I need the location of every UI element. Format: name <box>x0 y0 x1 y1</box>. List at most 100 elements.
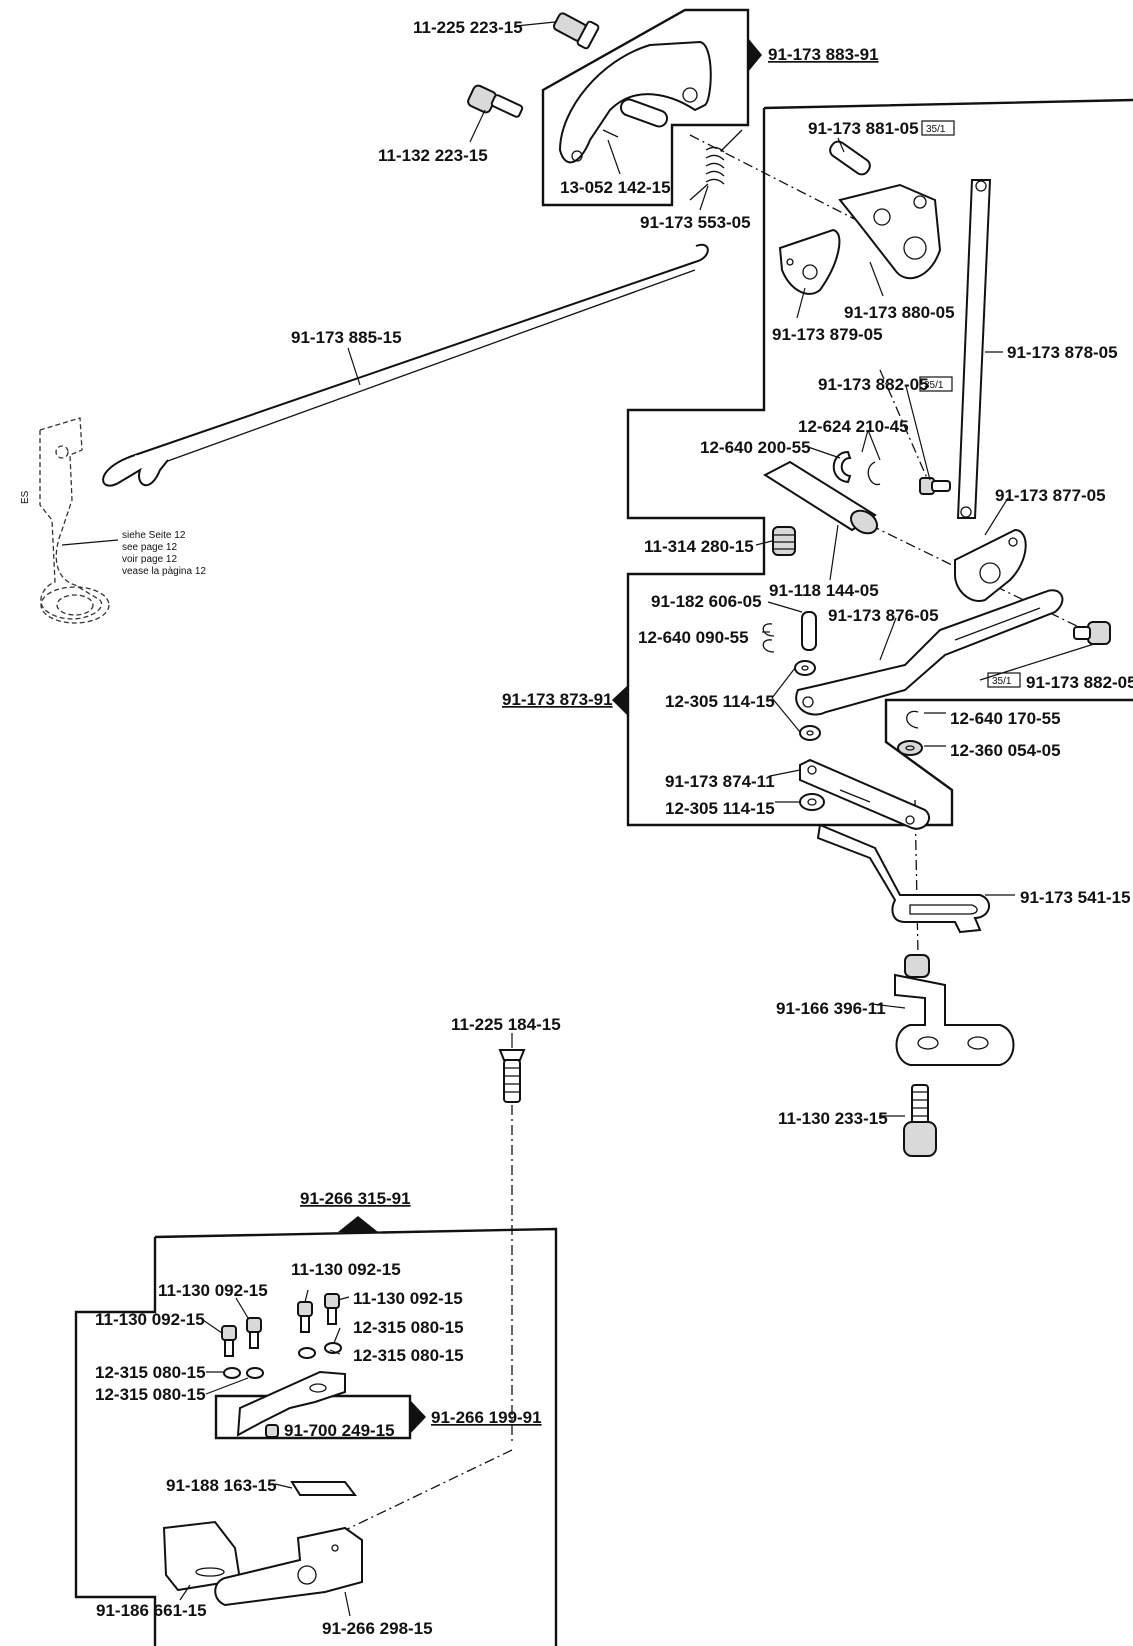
centerline-e <box>334 1449 513 1536</box>
svg-text:35/1: 35/1 <box>926 124 946 135</box>
label-link-878: 91-173 878-05 <box>1007 343 1118 362</box>
plate-91-173-874 <box>799 758 931 830</box>
label-block-298: 91-266 298-15 <box>322 1619 433 1638</box>
badge-35-1-a: 35/1 <box>921 120 955 136</box>
label-plate-163: 91-188 163-15 <box>166 1476 277 1495</box>
ring-and-washer <box>897 710 923 756</box>
reference-foot-ghost <box>39 417 110 624</box>
reference-note-line-3: voir page 12 <box>122 554 177 565</box>
leader-lines <box>179 21 1095 1617</box>
reference-note: siehe Seite 12 see page 12 voir page 12 … <box>122 530 206 577</box>
bracket-883 <box>558 40 712 164</box>
label-screw-092-d: 11-130 092-15 <box>95 1310 205 1329</box>
label-screw-092-a: 11-130 092-15 <box>291 1260 401 1279</box>
label-pin-881: 91-173 881-05 <box>808 119 919 138</box>
reference-note-line-1: siehe Seite 12 <box>122 530 186 541</box>
label-screw-092-c: 11-130 092-15 <box>353 1289 463 1308</box>
pointer-triangle-199 <box>410 1400 426 1434</box>
label-ring-12-640-170: 12-640 170-55 <box>950 709 1061 728</box>
label-plate-874: 91-173 874-11 <box>665 772 775 791</box>
label-screw-11-130-233: 11-130 233-15 <box>778 1109 888 1128</box>
screw-11-225-184 <box>498 1049 526 1103</box>
label-plate-877: 91-173 877-05 <box>995 486 1106 505</box>
label-assembly-315-91: 91-266 315-91 <box>300 1189 411 1208</box>
screws-11-130-092 <box>221 1293 340 1357</box>
clips-12-640-090 <box>762 623 775 653</box>
label-pin-606: 91-182 606-05 <box>651 592 762 611</box>
washers-12-305-114 <box>794 660 825 811</box>
label-washer-080-b: 12-315 080-15 <box>353 1346 464 1365</box>
label-screw-092-b: 11-130 092-15 <box>158 1281 268 1300</box>
label-stud-882-lower: 91-173 882-05 <box>1026 673 1133 692</box>
plate-91-266-199 <box>236 1370 346 1437</box>
reference-note-line-4: vease la pàgina 12 <box>122 566 206 577</box>
reference-note-line-2: see page 12 <box>122 542 177 553</box>
label-assembly-199-91: 91-266 199-91 <box>431 1408 542 1427</box>
badge-35-1-c: 35/1 <box>987 672 1021 688</box>
svg-text:35/1: 35/1 <box>924 380 944 391</box>
screw-11-132-223 <box>467 84 524 118</box>
screw-91-700-249 <box>265 1424 279 1438</box>
stud-91-173-882-upper <box>919 477 951 495</box>
label-ring-12-640-200: 12-640 200-55 <box>700 438 811 457</box>
label-washer-114-upper: 12-305 114-15 <box>665 692 775 711</box>
pointer-triangle-883 <box>748 38 762 72</box>
label-washer-080-c: 12-315 080-15 <box>95 1363 206 1382</box>
plate-91-173-879 <box>778 228 841 295</box>
assembly-box-199 <box>214 1394 412 1440</box>
label-screw-249: 91-700 249-15 <box>284 1421 395 1440</box>
label-bracket-661: 91-186 661-15 <box>96 1601 207 1620</box>
plate-91-188-163 <box>290 1481 358 1496</box>
label-washer-12-360-054: 12-360 054-05 <box>950 741 1061 760</box>
assembly-box-315 <box>74 1227 558 1646</box>
label-washer-080-a: 12-315 080-15 <box>353 1318 464 1337</box>
post-91-166-396 <box>894 954 1015 1066</box>
label-spring-11-314-280: 11-314 280-15 <box>644 537 754 556</box>
centerline-a <box>689 134 926 256</box>
svg-text:35/1: 35/1 <box>992 676 1012 687</box>
assembly-box-883 <box>541 8 750 207</box>
lever-91-173-876 <box>795 589 1064 716</box>
badge-35-1-b: 35/1 <box>919 376 953 392</box>
label-spring-553: 91-173 553-05 <box>640 213 751 232</box>
screw-11-130-233 <box>903 1084 937 1157</box>
washers-12-315-080 <box>223 1342 342 1379</box>
label-rod-885: 91-173 885-15 <box>291 328 402 347</box>
stud-91-173-882-lower <box>1073 621 1111 645</box>
bracket-91-173-541 <box>816 823 990 934</box>
centerline-f <box>879 369 931 486</box>
plate-91-173-877 <box>954 528 1027 602</box>
spring-11-314-280 <box>772 526 796 556</box>
label-pin-13-052-142: 13-052 142-15 <box>560 178 671 197</box>
label-bracket-541: 91-173 541-15 <box>1020 888 1131 907</box>
label-washer-080-d: 12-315 080-15 <box>95 1385 206 1404</box>
label-screw-11-225-184: 11-225 184-15 <box>451 1015 561 1034</box>
rod-91-173-885 <box>102 243 709 487</box>
reference-leader <box>61 539 119 546</box>
label-screw-11-132-223: 11-132 223-15 <box>378 146 488 165</box>
pin-91-182-606 <box>801 611 817 651</box>
retaining-rings <box>832 450 881 486</box>
label-ring-12-624-210: 12-624 210-45 <box>798 417 909 436</box>
lever-91-173-880 <box>838 183 942 280</box>
label-shaft-144: 91-118 144-05 <box>769 581 879 600</box>
label-assembly-873-91: 91-173 873-91 <box>502 690 613 709</box>
pin-91-173-881 <box>829 140 871 176</box>
pointer-triangle-873 <box>612 685 628 716</box>
label-washer-114-lower: 12-305 114-15 <box>665 799 775 818</box>
spring-91-173-553 <box>689 129 743 201</box>
screw-11-225-223 <box>552 12 600 50</box>
shaft-91-118-144 <box>762 460 879 535</box>
pointer-triangle-315 <box>338 1216 378 1232</box>
label-plate-879: 91-173 879-05 <box>772 325 883 344</box>
label-stud-882-upper: 91-173 882-05 <box>818 375 929 394</box>
block-91-266-298 <box>214 1526 363 1607</box>
side-code: ES <box>20 490 31 504</box>
label-lever-880: 91-173 880-05 <box>844 303 955 322</box>
link-91-173-878 <box>956 179 992 519</box>
label-assembly-883-91: 91-173 883-91 <box>768 45 879 64</box>
label-screw-11-225-223: 11-225 223-15 <box>413 18 523 37</box>
label-clip-090: 12-640 090-55 <box>638 628 749 647</box>
